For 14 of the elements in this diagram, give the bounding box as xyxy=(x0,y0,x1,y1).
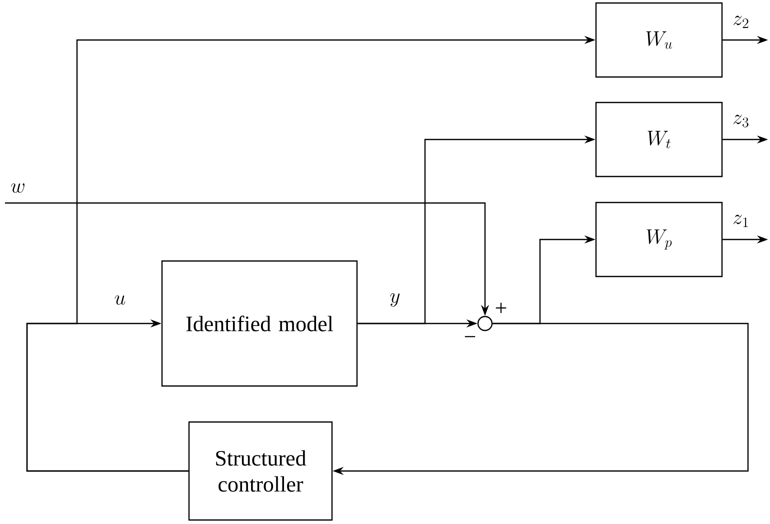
weight-box: $W_p$ xyxy=(595,202,723,278)
edge-label: $y$ xyxy=(388,292,402,308)
process-box: Identified model xyxy=(161,260,358,387)
summing-junction xyxy=(477,316,493,332)
edge-label: $z_1$ xyxy=(732,214,750,228)
process-box: Structured controller xyxy=(188,421,333,521)
edge-label: $z_2$ xyxy=(732,14,750,30)
sign-label: − xyxy=(464,336,476,338)
weight-box: $W_u$ xyxy=(595,2,723,78)
edge-label: $w$ xyxy=(9,182,27,194)
sign-label: + xyxy=(496,302,506,314)
edge-label: $u$ xyxy=(113,294,127,306)
edge-label: $z_3$ xyxy=(732,114,750,128)
weight-box: $W_t$ xyxy=(595,102,723,178)
